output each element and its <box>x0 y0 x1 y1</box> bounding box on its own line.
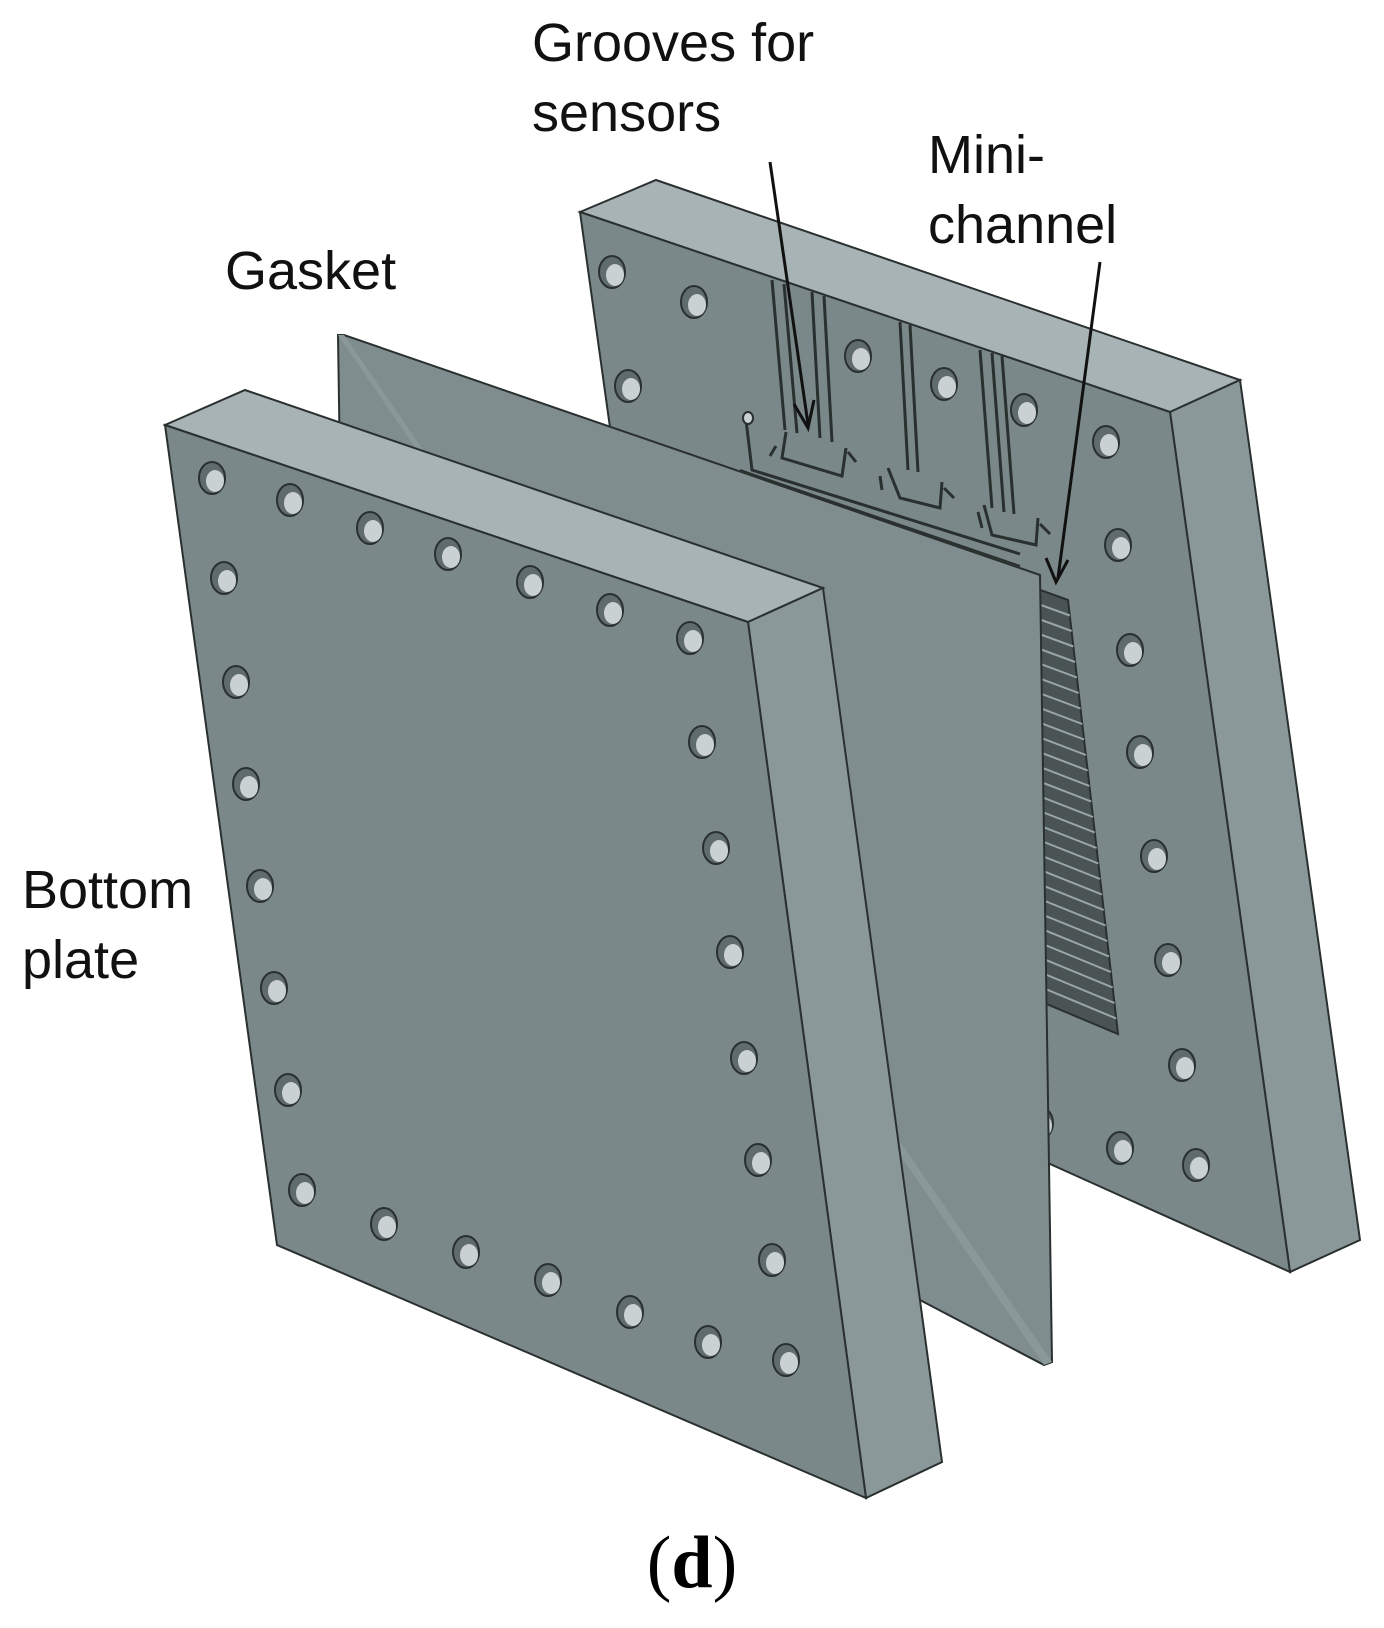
bolt-hole-icon <box>210 561 238 595</box>
bottom-plate <box>162 388 944 1500</box>
minichannel-leader-arrow <box>1056 261 1102 579</box>
bolt-hole-icon <box>1168 1048 1196 1082</box>
bolt-hole-icon <box>1126 735 1154 769</box>
bolt-hole-icon <box>198 461 226 495</box>
caption-open-paren: ( <box>646 1522 672 1604</box>
bolt-hole-icon <box>596 593 624 627</box>
bolt-hole-icon <box>260 971 288 1005</box>
bolt-hole-icon <box>274 1073 302 1107</box>
bolt-hole-icon <box>370 1207 398 1241</box>
grooves-for-sensors-label: Grooves for sensors <box>532 8 814 148</box>
bolt-hole-icon <box>288 1173 316 1207</box>
bolt-hole-icon <box>222 665 250 699</box>
bolt-hole-icon <box>688 725 716 759</box>
bolt-hole-icon <box>534 1263 562 1297</box>
bolt-hole-icon <box>232 767 260 801</box>
bolt-hole-icon <box>730 1041 758 1075</box>
grooves-label-line1: Grooves for <box>532 13 815 73</box>
bolt-hole-icon <box>702 831 730 865</box>
bottom-plate-label-line2: plate <box>22 930 140 990</box>
figure-caption: (d) <box>0 1518 1384 1608</box>
caption-close-paren: ) <box>712 1522 738 1604</box>
bolt-hole-icon <box>1116 633 1144 667</box>
sensor-grooves <box>744 279 1052 556</box>
bolt-hole-icon <box>694 1325 722 1359</box>
bolt-hole-icon <box>356 511 384 545</box>
gasket-label-text: Gasket <box>225 241 397 301</box>
bottom-plate-front-face <box>163 423 868 1500</box>
bolt-hole-icon <box>598 255 626 289</box>
bolt-hole-icon <box>1104 528 1132 562</box>
bolt-hole-icon <box>1154 943 1182 977</box>
bottom-plate-label: Bottom plate <box>22 855 193 995</box>
bolt-hole-icon <box>716 935 744 969</box>
minichannel-arrowhead <box>1044 557 1070 586</box>
bolt-hole-icon <box>516 565 544 599</box>
bolt-hole-icon <box>276 483 304 517</box>
bolt-hole-icon <box>930 367 958 401</box>
grooves-leader-arrow <box>768 161 810 425</box>
bolt-hole-icon <box>434 537 462 571</box>
bolt-hole-icon <box>1140 839 1168 873</box>
bolt-hole-icon <box>616 1295 644 1329</box>
mini-channel-label-line2: channel <box>928 195 1118 255</box>
caption-letter: d <box>671 1522 713 1604</box>
grooves-arrowhead <box>792 399 816 433</box>
bolt-hole-icon <box>246 869 274 903</box>
bolt-hole-icon <box>452 1235 480 1269</box>
mini-channel-label: Mini- channel <box>928 120 1117 260</box>
bolt-hole-icon <box>1092 425 1120 459</box>
bolt-hole-icon <box>676 621 704 655</box>
bolt-hole-icon <box>744 1143 772 1177</box>
bolt-hole-icon <box>614 369 642 403</box>
bottom-plate-label-line1: Bottom <box>22 860 194 920</box>
gasket-label: Gasket <box>225 236 396 306</box>
bolt-hole-icon <box>1010 393 1038 427</box>
bolt-hole-icon <box>1182 1148 1210 1182</box>
bolt-hole-icon <box>1106 1131 1134 1165</box>
mini-channel-label-line1: Mini- <box>928 125 1045 185</box>
grooves-label-line2: sensors <box>532 83 722 143</box>
bolt-hole-icon <box>772 1343 800 1377</box>
bottom-plate-holes <box>198 461 800 1377</box>
leader-lines <box>768 161 1102 586</box>
bolt-hole-icon <box>844 339 872 373</box>
bolt-hole-icon <box>758 1243 786 1277</box>
bolt-hole-icon <box>680 285 708 319</box>
